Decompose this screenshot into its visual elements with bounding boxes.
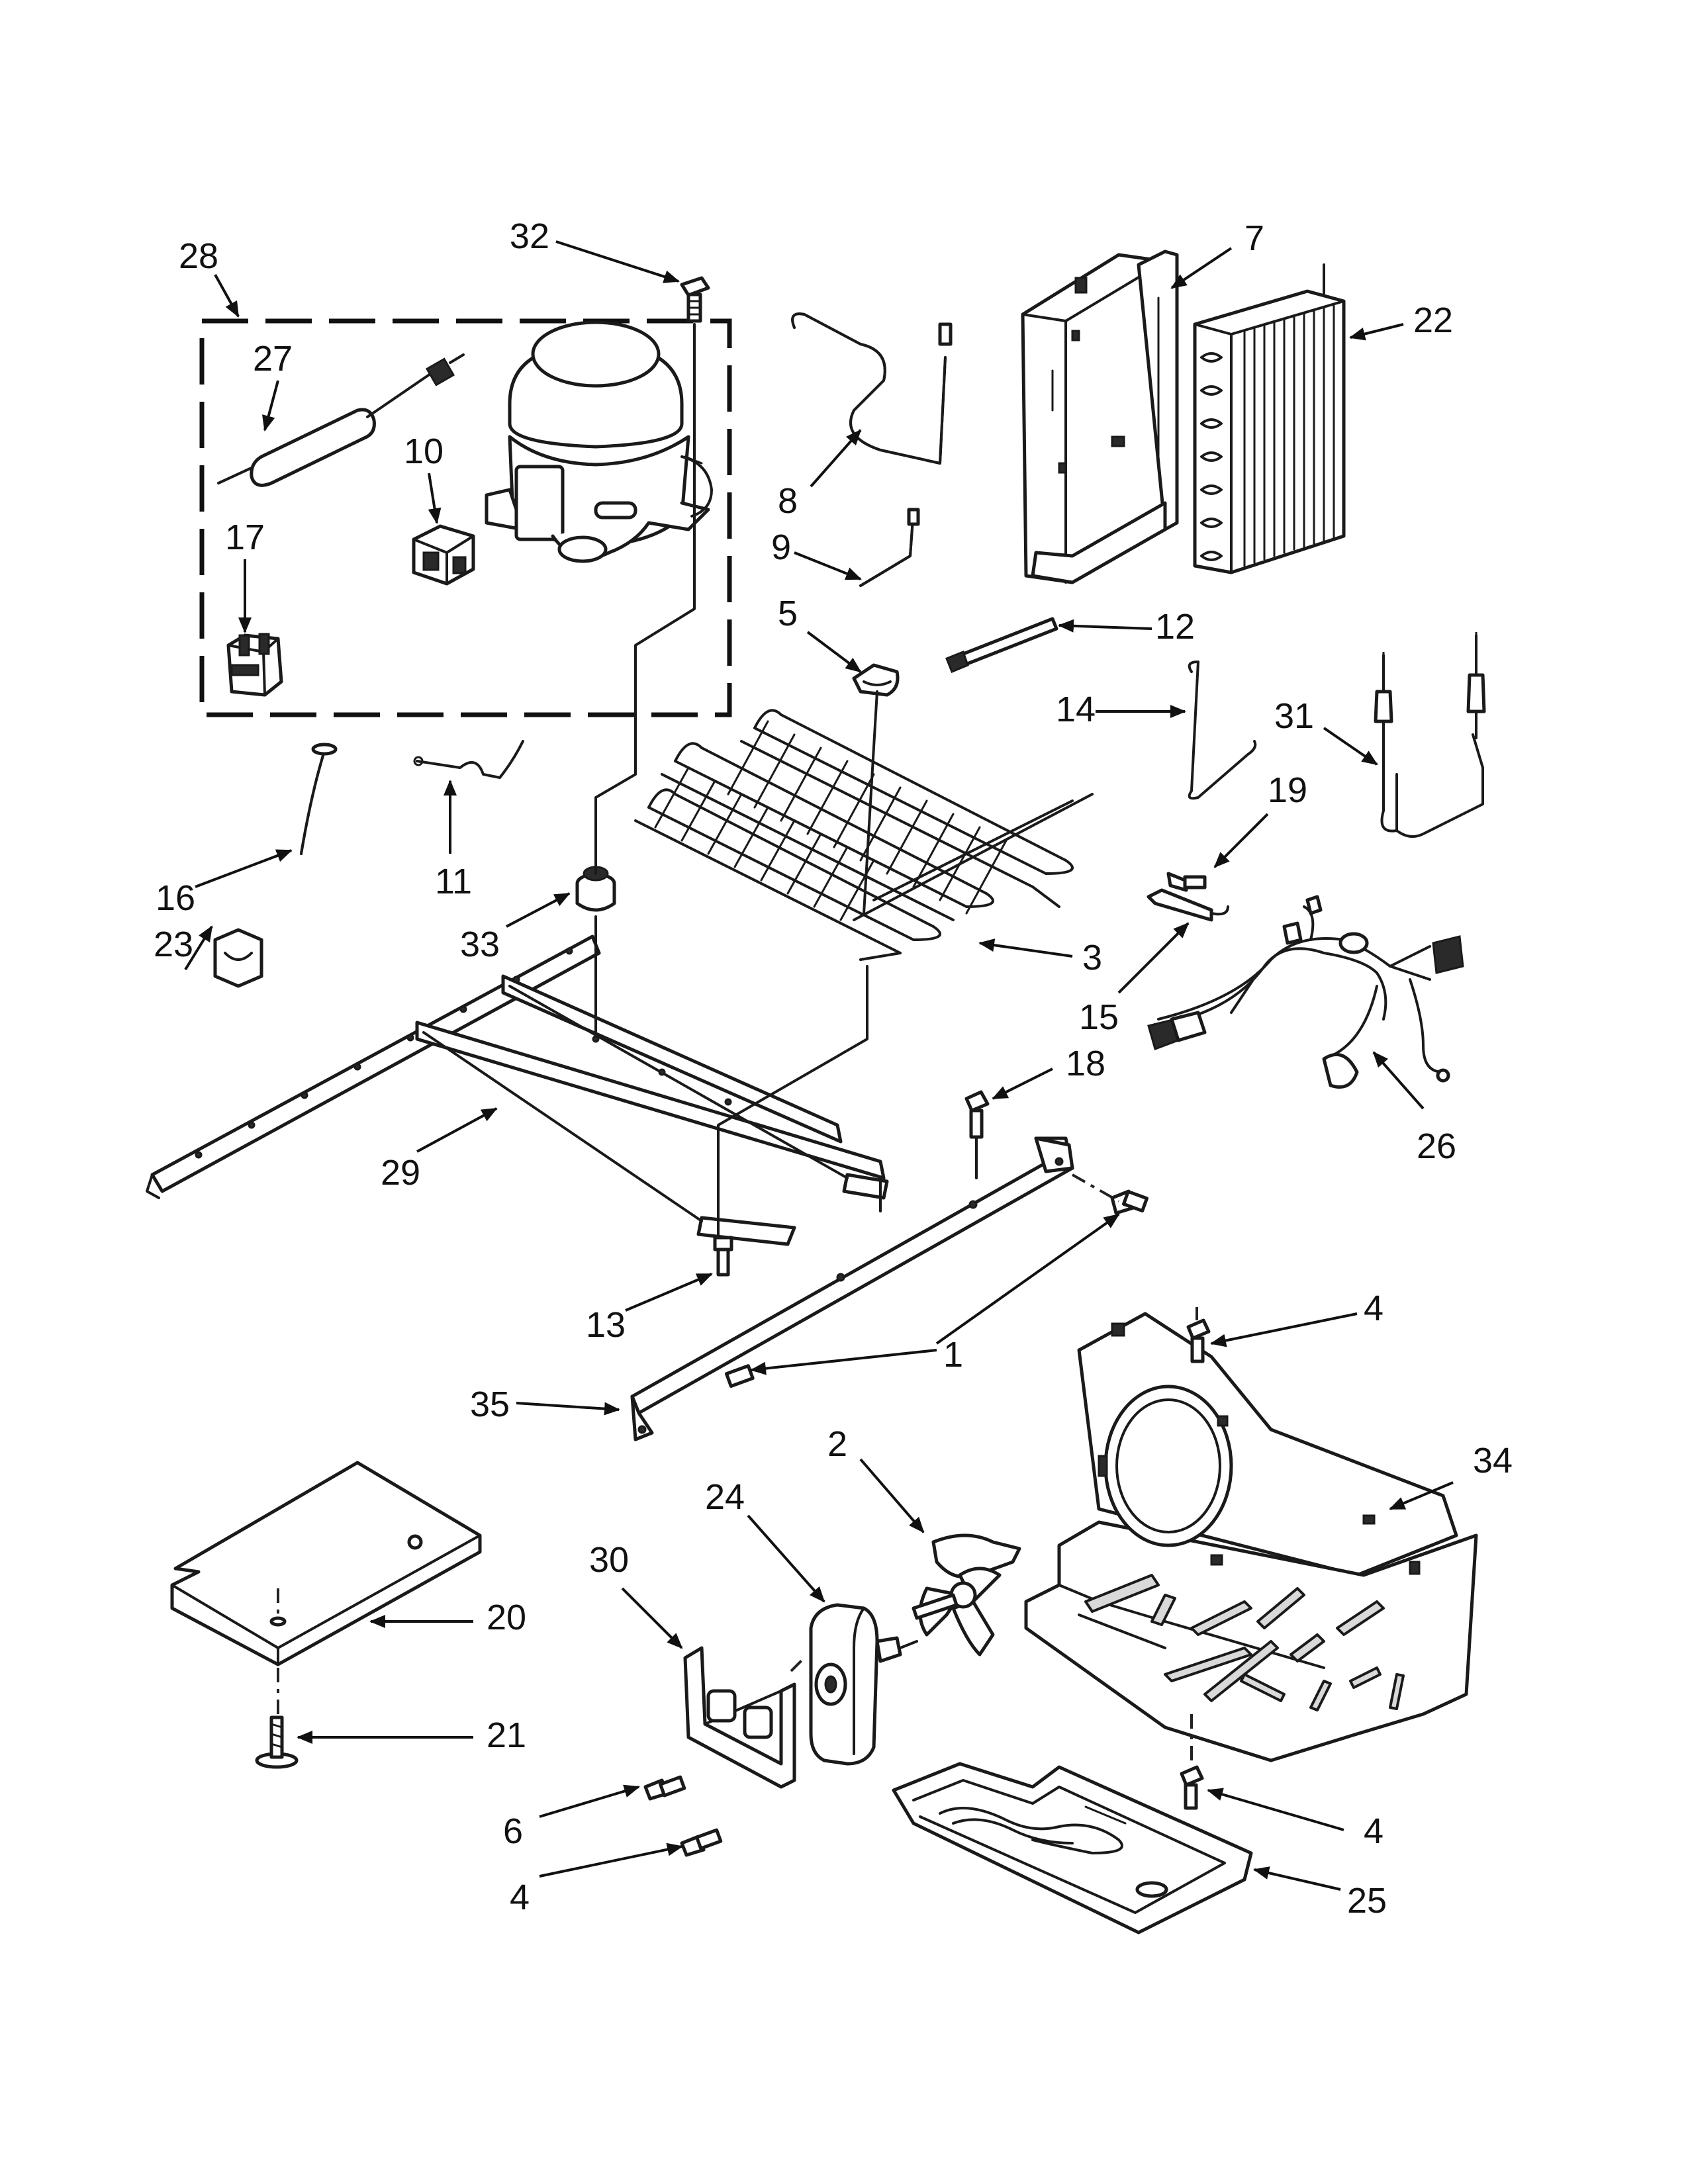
callout-9: 9 xyxy=(771,527,791,567)
condenser-shroud xyxy=(1021,250,1179,584)
callout-17: 17 xyxy=(225,518,265,557)
cable-tie xyxy=(945,617,1058,673)
start-relay xyxy=(412,524,475,586)
callout-4-lower-left: 4 xyxy=(510,1878,530,1917)
callout-25: 25 xyxy=(1347,1881,1387,1921)
callout-33: 33 xyxy=(460,925,500,964)
callout-29: 29 xyxy=(381,1153,420,1193)
shroud-screw-bottom xyxy=(1180,1765,1204,1810)
callout-21: 21 xyxy=(487,1715,526,1755)
condenser-fan-motor xyxy=(809,1603,918,1766)
heater-retainer-bracket xyxy=(1147,888,1229,922)
assembly-connection-lines xyxy=(594,323,1119,1239)
callout-11: 11 xyxy=(435,862,472,901)
rail-screw xyxy=(713,1236,733,1277)
callout-labels: 32 28 27 10 17 7 22 8 9 12 5 14 31 19 15… xyxy=(154,216,1513,1921)
bracket-screw-lower xyxy=(680,1828,723,1857)
callout-1: 1 xyxy=(943,1335,963,1375)
callout-10: 10 xyxy=(404,432,444,471)
crossbar-side-screw xyxy=(724,1189,1149,1388)
callout-7: 7 xyxy=(1244,218,1264,258)
compressor xyxy=(485,320,713,563)
drain-heater-bracket xyxy=(1188,660,1257,800)
fan-motor-bracket xyxy=(683,1646,806,1789)
callout-24: 24 xyxy=(705,1477,745,1517)
wire-harness xyxy=(1147,895,1464,1089)
leveling-foot xyxy=(255,1715,299,1769)
callout-18: 18 xyxy=(1066,1044,1105,1083)
callout-34: 34 xyxy=(1473,1441,1513,1480)
compressor-grommet xyxy=(575,866,616,912)
discharge-tube xyxy=(791,312,953,465)
crossbar-bracket xyxy=(630,1136,1074,1441)
callout-4-lower-right: 4 xyxy=(1364,1811,1383,1851)
callout-16: 16 xyxy=(156,878,195,918)
shroud-screw-top xyxy=(1186,1318,1211,1363)
callout-19: 19 xyxy=(1268,770,1307,810)
callout-27: 27 xyxy=(253,339,293,379)
callout-14: 14 xyxy=(1056,690,1096,729)
callout-6: 6 xyxy=(503,1811,523,1851)
callout-12: 12 xyxy=(1155,607,1195,647)
callout-20: 20 xyxy=(487,1598,526,1637)
callout-32: 32 xyxy=(510,216,549,256)
screw-top xyxy=(680,276,710,323)
drain-hose xyxy=(300,743,338,855)
suction-tube xyxy=(859,508,920,587)
defrost-drain-pan xyxy=(892,1762,1253,1934)
callout-30: 30 xyxy=(589,1540,629,1580)
evaporator xyxy=(634,690,1094,961)
callout-8: 8 xyxy=(778,481,798,521)
relay-cover xyxy=(226,633,283,697)
callout-2: 2 xyxy=(827,1424,847,1464)
callout-13: 13 xyxy=(586,1305,626,1345)
compressor-mounting-rails xyxy=(146,934,889,1246)
wire-clip xyxy=(413,740,524,779)
harness-clip xyxy=(213,928,263,988)
callout-22: 22 xyxy=(1413,300,1453,340)
callout-26: 26 xyxy=(1417,1126,1456,1166)
crossbar-screw xyxy=(964,1090,990,1139)
callout-31: 31 xyxy=(1274,696,1314,736)
bracket-screw-upper xyxy=(643,1775,686,1801)
compressor-kit-group xyxy=(199,318,732,717)
access-cover-plate xyxy=(170,1461,482,1714)
leader-arrows xyxy=(184,240,1454,1891)
callout-4-top: 4 xyxy=(1364,1289,1383,1328)
callout-5: 5 xyxy=(778,594,798,633)
callout-3: 3 xyxy=(1082,938,1102,978)
bracket-screw xyxy=(1166,872,1207,892)
fan-shroud-base xyxy=(1024,1312,1478,1762)
callout-15: 15 xyxy=(1079,997,1119,1037)
callout-23: 23 xyxy=(154,925,193,964)
overload-protector xyxy=(217,353,465,487)
callout-28: 28 xyxy=(179,236,218,276)
condenser-fan-blade xyxy=(912,1533,1021,1657)
condenser-coil xyxy=(1193,263,1346,574)
evaporator-clip xyxy=(852,663,900,697)
drier-tube-assembly xyxy=(1374,632,1486,838)
callout-35: 35 xyxy=(470,1385,510,1424)
